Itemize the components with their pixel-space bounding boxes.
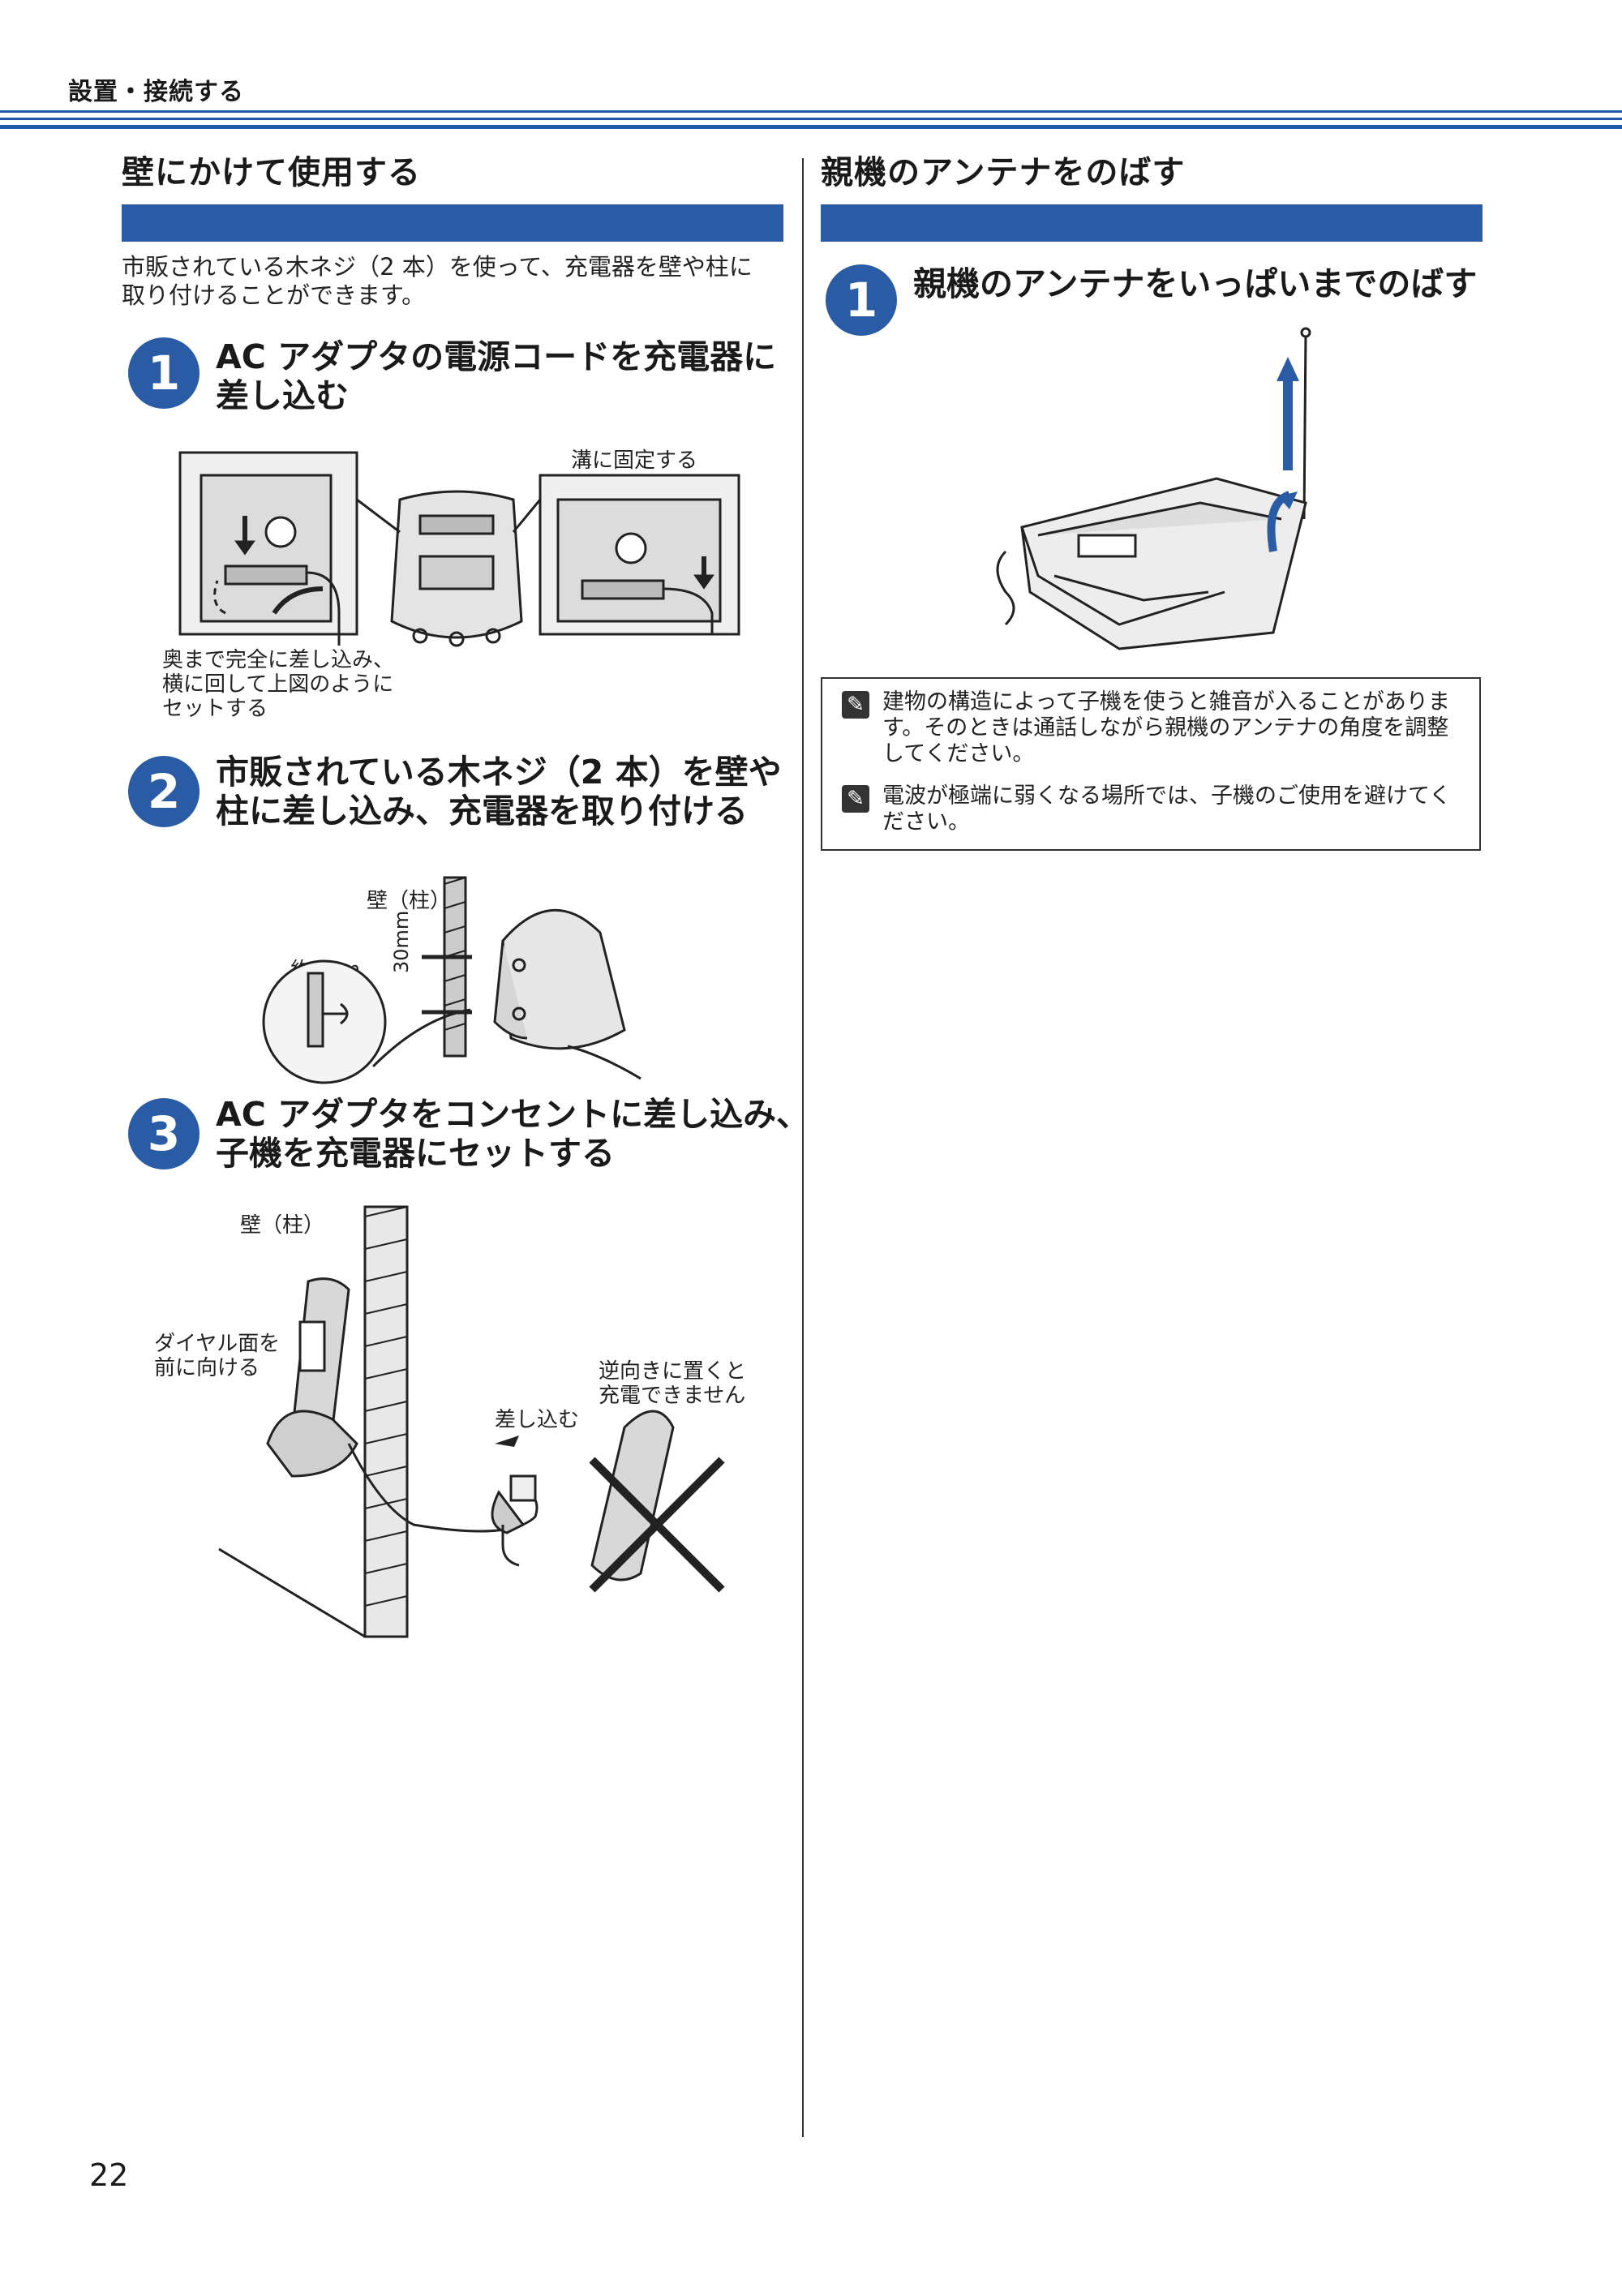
intro-text: 市販されている木ネジ（2 本）を使って、充電器を壁や柱に 取り付けることができま… <box>122 253 753 309</box>
step-number-1: 1 <box>128 337 200 409</box>
step-1-text: AC アダプタの電源コードを充電器に 差し込む <box>216 337 777 415</box>
label-wall-pillar-2: 壁（柱） <box>240 1213 325 1238</box>
note-text-1: 建物の構造によって子機を使うと雑音が入ることがありま す。そのときは通話しながら… <box>882 689 1450 766</box>
step-3-text: AC アダプタをコンセントに差し込み、 子機を充電器にセットする <box>216 1095 810 1173</box>
step-right-1-text: 親機のアンテナをいっぱいまでのばす <box>913 264 1478 303</box>
label-wall-pillar: 壁（柱） <box>367 889 452 913</box>
header-rule <box>0 110 1622 113</box>
figure-charger-cord-illustration <box>178 451 740 647</box>
label-groove: 溝に固定する <box>571 448 698 473</box>
header-rule <box>0 125 1622 129</box>
note-text-2: 電波が極端に弱くなる場所では、子機のご使用を避けてく ださい。 <box>882 783 1452 835</box>
pencil-note-icon: ✎ <box>842 691 869 719</box>
step-number-3: 3 <box>128 1098 200 1169</box>
step-number-right-1: 1 <box>826 264 897 336</box>
step-number-2: 2 <box>128 756 200 827</box>
section-bar <box>122 204 783 242</box>
figure-wall-screw-illustration <box>262 876 642 1084</box>
pencil-note-icon: ✎ <box>842 785 869 813</box>
label-plug-in: 差し込む <box>495 1408 580 1432</box>
section-title-antenna: 親機のアンテナをのばす <box>821 154 1186 191</box>
step-2-text: 市販されている木ネジ（2 本）を壁や 柱に差し込み、充電器を取り付ける <box>216 753 782 830</box>
label-wrong-direction: 逆向きに置くと 充電できません <box>599 1359 747 1408</box>
breadcrumb: 設置・接続する <box>68 78 244 106</box>
column-divider <box>802 158 804 2137</box>
section-title-wall-mount: 壁にかけて使用する <box>122 154 421 191</box>
figure-antenna-illustration <box>996 327 1311 650</box>
figure-handset-outlet-illustration <box>218 1205 725 1638</box>
label-dial-front: ダイヤル面を 前に向ける <box>154 1332 281 1380</box>
page-number: 22 <box>89 2157 129 2193</box>
header-rule <box>0 118 1622 120</box>
section-bar <box>821 204 1483 242</box>
label-insert-fully: 奥まで完全に差し込み、 横に回して上図のように セットする <box>162 648 395 721</box>
note-box <box>821 677 1481 851</box>
